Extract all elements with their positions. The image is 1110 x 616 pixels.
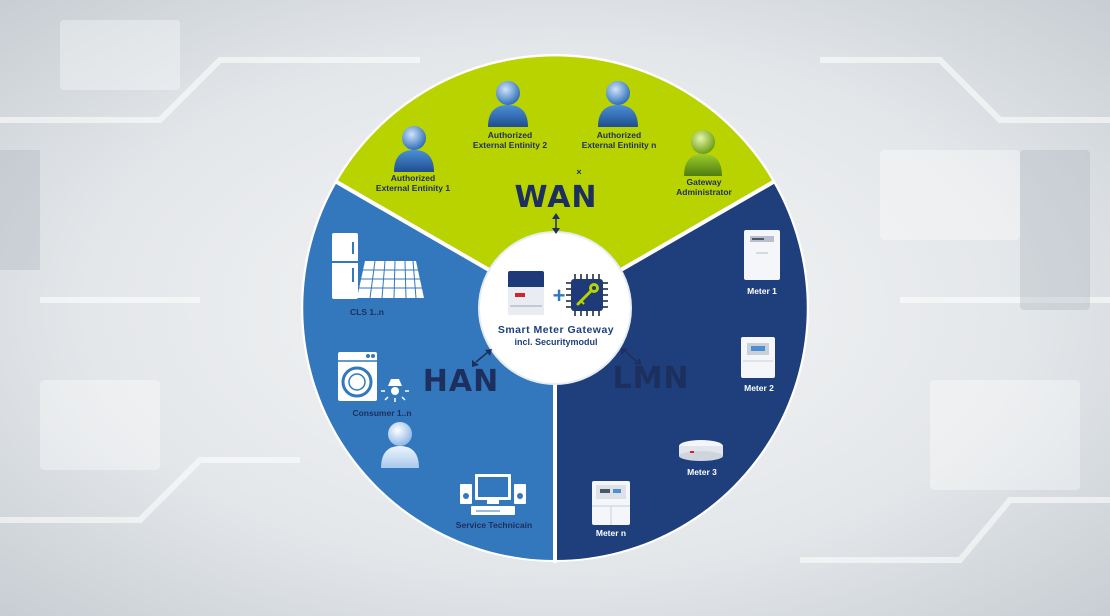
gateway-subtitle: incl. Securitymodul — [514, 337, 597, 347]
key-icon — [576, 283, 599, 306]
fridge-icon — [332, 233, 358, 299]
gateway-title: Smart Meter Gateway — [498, 324, 614, 336]
entity2-label-line1: Authorized — [488, 130, 532, 140]
meter-icon — [741, 337, 775, 378]
metern-label: Meter n — [596, 528, 626, 538]
entityn-label-line1: Authorized — [597, 130, 641, 140]
connection-arrows — [472, 213, 641, 367]
entityn-label-line2: External Entinity n — [582, 140, 657, 150]
meter-icon — [679, 440, 723, 461]
lmn-title: LMN — [612, 361, 689, 396]
gateway-icon — [508, 271, 544, 315]
cls-label: CLS 1..n — [350, 307, 384, 317]
han-title: HAN — [423, 364, 499, 399]
entity1-label-line2: External Entinity 1 — [376, 183, 450, 193]
wan-title: WAN — [514, 180, 597, 215]
washing-machine-icon — [338, 352, 377, 401]
consumer-label: Consumer 1..n — [352, 408, 411, 418]
lamp-icon — [381, 379, 409, 402]
computer-icon — [460, 474, 526, 515]
meter-icon — [744, 230, 780, 280]
technician-label: Service Technicain — [456, 520, 532, 530]
entity-separator: × — [576, 167, 581, 177]
entity1-label-line1: Authorized — [391, 173, 435, 183]
admin-label-line2: Administrator — [676, 187, 732, 197]
admin-label-line1: Gateway — [687, 177, 722, 187]
entity2-label-line2: External Entinity 2 — [473, 140, 547, 150]
plus-sign: + — [553, 283, 566, 308]
security-chip-icon — [566, 274, 608, 316]
wan-sector — [337, 56, 773, 308]
solar-panel-icon — [357, 260, 424, 299]
meter1-label: Meter 1 — [747, 286, 777, 296]
meter-icon — [592, 481, 630, 525]
meter3-label: Meter 3 — [687, 467, 717, 477]
gateway-center — [478, 231, 632, 385]
meter2-label: Meter 2 — [744, 383, 774, 393]
